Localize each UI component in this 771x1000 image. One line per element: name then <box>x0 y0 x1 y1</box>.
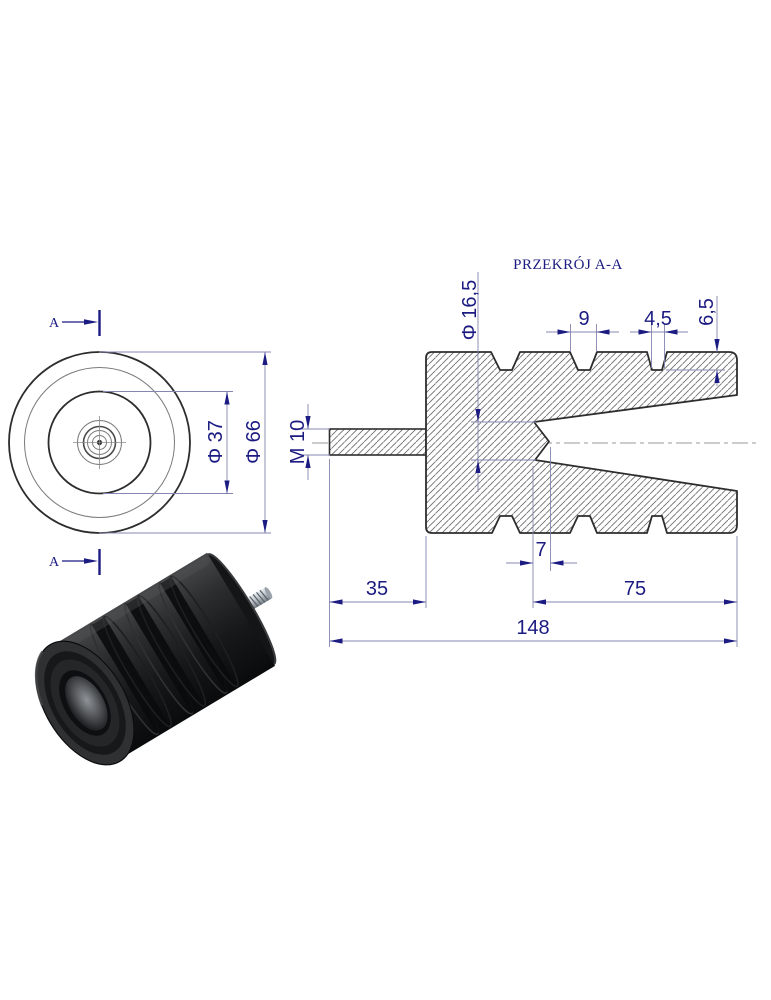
dim-inner-diameter-label: Φ 37 <box>205 420 227 464</box>
section-marker-bottom-label: A <box>49 555 60 570</box>
dim-cone-length-label: 75 <box>624 578 646 600</box>
dim-groove-depth-label: 6,5 <box>696 298 718 326</box>
dim-stud-length-label: 35 <box>366 578 388 600</box>
dim-apex-offset-label: 7 <box>535 539 546 561</box>
dim-outer-diameter-label: Φ 66 <box>243 420 265 464</box>
section-extension-lines <box>301 324 738 647</box>
dim-bore-label: Φ 16,5 <box>459 280 481 340</box>
section-cut-marker-top: A <box>49 310 101 336</box>
bore-3d <box>65 676 108 731</box>
section-cut-marker-bottom: A <box>49 549 101 575</box>
front-extension-lines <box>99 351 271 534</box>
section-marker-top-label: A <box>49 316 60 331</box>
front-view: A A <box>8 310 271 575</box>
front-face-3d <box>34 640 135 766</box>
crosshair <box>73 416 126 469</box>
front-arrowheads <box>224 352 268 533</box>
stud-section-outline <box>328 428 427 456</box>
grooves-3d <box>89 575 239 736</box>
section-arrowheads <box>305 329 737 644</box>
dim-total-length-label: 148 <box>516 617 549 639</box>
product-photo-3d <box>34 552 277 766</box>
front-dimension-lines <box>226 352 266 533</box>
dim-thread-label: M 10 <box>287 420 309 464</box>
body-section-outline <box>425 351 738 534</box>
dim-groove-opening-label: 9 <box>578 308 589 330</box>
section-view: PRZEKRÓJ A-A <box>287 256 758 647</box>
section-title: PRZEKRÓJ A-A <box>513 256 623 273</box>
section-arrow-icon <box>84 558 98 564</box>
body-highlight <box>56 556 210 653</box>
section-arrow-icon <box>84 319 98 325</box>
dim-groove-bottom-label: 4,5 <box>644 308 672 330</box>
